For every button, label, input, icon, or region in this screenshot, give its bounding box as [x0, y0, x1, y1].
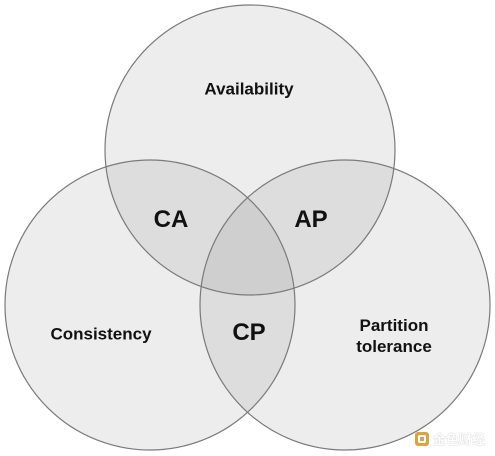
watermark: 金色财经	[414, 429, 485, 448]
watermark-logo-icon	[414, 431, 429, 446]
consistency-label: Consistency	[50, 324, 152, 344]
partition-tolerance-label: Partition tolerance	[356, 315, 432, 358]
ca-label: CA	[153, 206, 189, 233]
ap-label: AP	[294, 206, 328, 233]
partition-tolerance-label-line-1: Partition	[359, 315, 429, 335]
watermark-text: 金色财经	[432, 432, 485, 447]
availability-circle	[104, 4, 396, 296]
cp-label: CP	[232, 319, 266, 346]
consistency-circle	[4, 159, 296, 451]
availability-label: Availability	[204, 79, 294, 99]
partition-tolerance-label-line-2: tolerance	[356, 337, 432, 356]
partition-tolerance-circle	[199, 159, 491, 451]
